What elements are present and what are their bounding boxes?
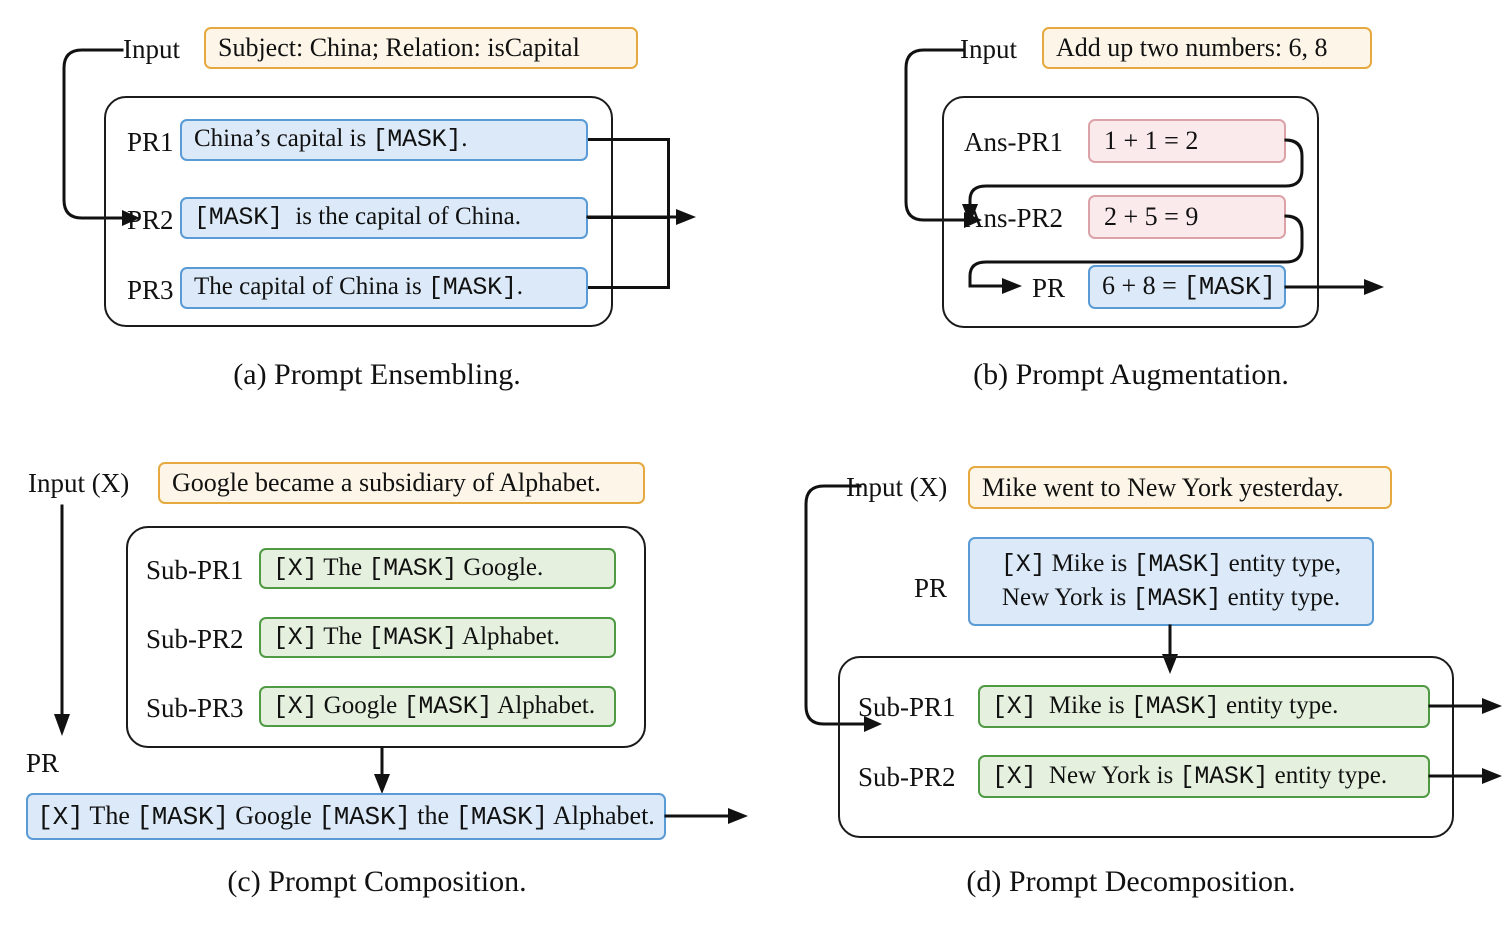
panel-c-row-box-2: [X] The [MASK] Alphabet. xyxy=(259,617,616,658)
panel-b-row-box-3: 6 + 8 = [MASK] xyxy=(1088,265,1286,309)
panel-d-row-box-2: [X] New York is [MASK] entity type. xyxy=(978,755,1430,798)
panel-a-output-arrow xyxy=(586,209,696,225)
panel-c-subprompt-group xyxy=(126,526,646,748)
panel-c-row-label-3: Sub-PR3 xyxy=(146,693,244,723)
panel-a-input-text: Subject: China; Relation: isCapital xyxy=(218,33,580,63)
panel-b-row-label-2: Ans-PR2 xyxy=(964,203,1064,233)
panel-a-row-label-1: PR1 xyxy=(127,127,174,157)
panel-b-feedback-arrow-2 xyxy=(968,214,1304,294)
panel-prompt-ensembling: Input Subject: China; Relation: isCapita… xyxy=(0,0,754,420)
panel-b-row-label-1: Ans-PR1 xyxy=(964,127,1064,157)
panel-d-pr-label: PR xyxy=(914,573,948,603)
panel-d-pr-box: [X] Mike is [MASK] entity type, New York… xyxy=(968,537,1374,626)
panel-a-input-box: Subject: China; Relation: isCapital xyxy=(204,27,638,69)
input-connector-a xyxy=(62,48,140,226)
panel-d-row-label-1: Sub-PR1 xyxy=(858,692,956,722)
panel-d-pr-line-2: New York is [MASK] entity type. xyxy=(1001,583,1341,613)
panel-b-row-label-3: PR xyxy=(1032,273,1066,303)
panel-c-row-text-3: [X] Google [MASK] Alphabet. xyxy=(273,691,596,721)
panel-d-row-label-2: Sub-PR2 xyxy=(858,762,956,792)
panel-a-input-label: Input xyxy=(123,34,180,64)
panel-d-output-arrow-1 xyxy=(1428,698,1502,714)
panel-d-subprompt-group xyxy=(838,656,1454,838)
panel-d-row-text-2: [X] New York is [MASK] entity type. xyxy=(992,761,1388,791)
input-connector-d xyxy=(804,484,882,732)
panel-b-caption: (b) Prompt Augmentation. xyxy=(973,358,1289,391)
panel-a-row-label-3: PR3 xyxy=(127,275,174,305)
panel-prompt-augmentation: Input Add up two numbers: 6, 8 Ans-PR1 1… xyxy=(754,0,1508,420)
panel-b-input-box: Add up two numbers: 6, 8 xyxy=(1042,27,1372,69)
panel-b-row-text-3: 6 + 8 = [MASK] xyxy=(1102,271,1276,303)
panel-d-input-text: Mike went to New York yesterday. xyxy=(982,472,1344,502)
panel-a-row-box-2: [MASK] is the capital of China. xyxy=(180,197,588,239)
panel-c-input-box: Google became a subsidiary of Alphabet. xyxy=(158,462,645,504)
panel-c-pr-label: PR xyxy=(26,748,60,778)
panel-prompt-composition: Input (X) Google became a subsidiary of … xyxy=(0,440,754,942)
panel-a-row-text-1: China’s capital is [MASK]. xyxy=(194,125,468,155)
panel-c-row-label-2: Sub-PR2 xyxy=(146,624,244,654)
panel-c-caption: (c) Prompt Composition. xyxy=(227,865,527,898)
panel-c-row-box-3: [X] Google [MASK] Alphabet. xyxy=(259,686,616,727)
panel-d-pr-line-1: [X] Mike is [MASK] entity type, xyxy=(1000,549,1342,579)
panel-c-row-label-1: Sub-PR1 xyxy=(146,555,244,585)
panel-c-output-arrow xyxy=(664,808,748,824)
panel-d-row-box-1: [X] Mike is [MASK] entity type. xyxy=(978,685,1430,728)
panel-b-feedback-arrow-1 xyxy=(962,138,1304,224)
panel-c-pr-text: [X] The [MASK] Google [MASK] the [MASK] … xyxy=(37,800,655,832)
panel-c-input-label: Input (X) xyxy=(28,468,130,498)
panel-a-row-box-1: China’s capital is [MASK]. xyxy=(180,119,588,161)
panel-a-caption: (a) Prompt Ensembling. xyxy=(233,358,521,391)
panel-a-merge-line-1 xyxy=(588,138,670,141)
panel-c-compose-arrow xyxy=(374,746,390,794)
panel-b-prompt-group xyxy=(942,96,1319,328)
panel-d-row-text-1: [X] Mike is [MASK] entity type. xyxy=(992,691,1339,721)
panel-b-row-text-2: 2 + 5 = 9 xyxy=(1104,202,1199,232)
panel-d-caption: (d) Prompt Decomposition. xyxy=(966,865,1296,898)
panel-c-pr-box: [X] The [MASK] Google [MASK] the [MASK] … xyxy=(26,793,666,840)
panel-d-output-arrow-2 xyxy=(1428,768,1502,784)
panel-c-input-text: Google became a subsidiary of Alphabet. xyxy=(172,468,601,498)
panel-prompt-decomposition: Input (X) Mike went to New York yesterda… xyxy=(754,440,1508,942)
panel-c-row-text-1: [X] The [MASK] Google. xyxy=(273,553,544,583)
panel-c-row-box-1: [X] The [MASK] Google. xyxy=(259,548,616,589)
panel-d-input-label: Input (X) xyxy=(846,472,948,502)
panel-a-row-label-2: PR2 xyxy=(127,205,174,235)
panel-b-row-box-2: 2 + 5 = 9 xyxy=(1088,195,1286,239)
panel-a-merge-bus xyxy=(667,138,670,289)
panel-a-prompt-group xyxy=(104,96,613,327)
panel-a-merge-line-3 xyxy=(588,286,670,289)
panel-d-input-box: Mike went to New York yesterday. xyxy=(968,466,1392,509)
panel-c-input-to-pr-arrow xyxy=(54,504,70,736)
panel-a-row-text-2: [MASK] is the capital of China. xyxy=(194,203,521,233)
panel-b-input-label: Input xyxy=(960,34,1017,64)
panel-b-input-text: Add up two numbers: 6, 8 xyxy=(1056,33,1328,63)
panel-d-decompose-arrow xyxy=(1162,624,1178,674)
panel-a-row-text-3: The capital of China is [MASK]. xyxy=(194,273,524,303)
panel-b-row-text-1: 1 + 1 = 2 xyxy=(1104,126,1199,156)
panel-c-row-text-2: [X] The [MASK] Alphabet. xyxy=(273,622,560,652)
panel-b-output-arrow xyxy=(1284,279,1384,295)
panel-a-row-box-3: The capital of China is [MASK]. xyxy=(180,267,588,309)
